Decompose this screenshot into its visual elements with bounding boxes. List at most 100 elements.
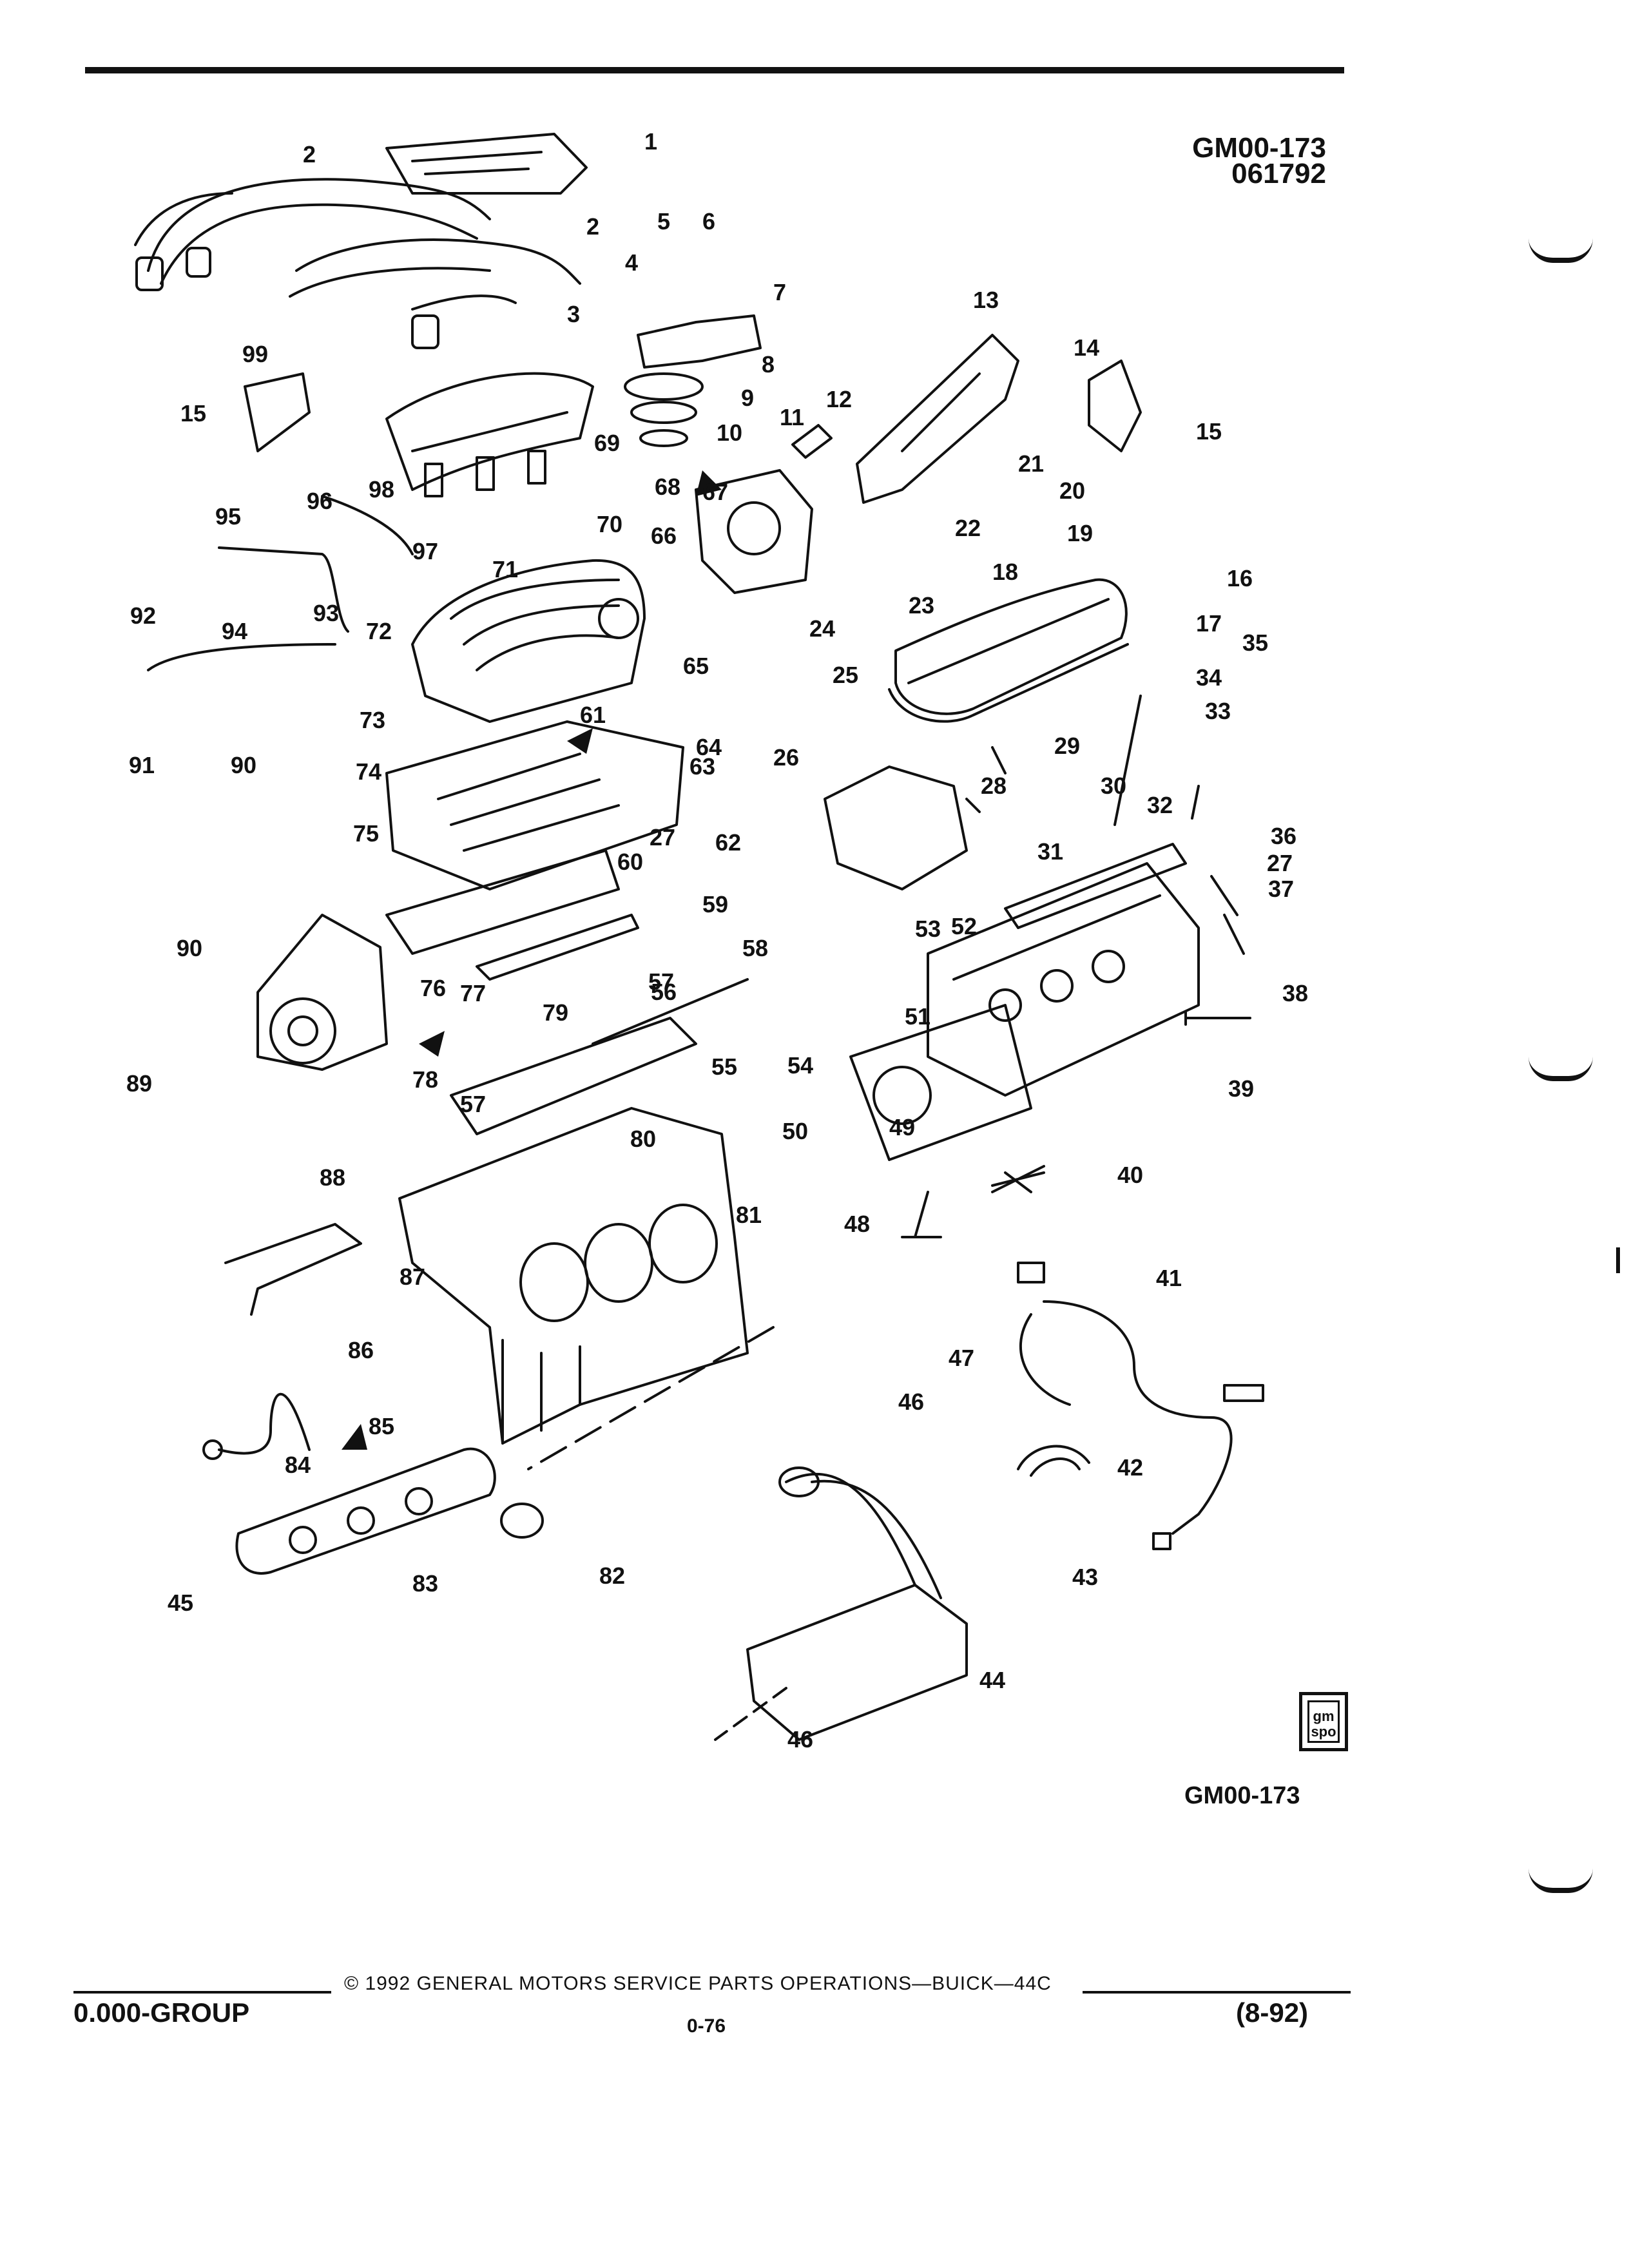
callout-label: 62 bbox=[715, 829, 741, 856]
footer-rule-left bbox=[73, 1991, 331, 1994]
callout-label: 67 bbox=[702, 479, 728, 505]
callout-label: 27 bbox=[650, 824, 675, 850]
direction-arrows bbox=[342, 470, 722, 1450]
callout-label: 61 bbox=[580, 702, 606, 728]
callout-label: 91 bbox=[129, 752, 155, 778]
callout-label: 4 bbox=[625, 249, 638, 276]
callout-label: 83 bbox=[412, 1570, 438, 1597]
edge-mark bbox=[1616, 1247, 1620, 1273]
callout-label: 11 bbox=[780, 404, 804, 430]
callout-label: 40 bbox=[1117, 1162, 1143, 1188]
binder-mark bbox=[1528, 1057, 1593, 1081]
callout-label: 68 bbox=[655, 474, 680, 500]
callout-label: 56 bbox=[651, 979, 677, 1005]
gm-spo-logo: gm spo bbox=[1299, 1692, 1348, 1751]
callout-label: 17 bbox=[1196, 610, 1222, 637]
callout-label: 26 bbox=[773, 744, 799, 771]
callout-label: 2 bbox=[303, 141, 316, 168]
callout-label: 15 bbox=[180, 400, 206, 427]
callout-label: 90 bbox=[177, 935, 202, 961]
callout-label: 53 bbox=[915, 916, 941, 942]
callout-label: 85 bbox=[369, 1413, 394, 1439]
callout-label: 36 bbox=[1271, 823, 1296, 849]
callout-label: 87 bbox=[400, 1264, 425, 1290]
callout-label: 99 bbox=[242, 341, 268, 367]
group-code: 0.000-GROUP bbox=[73, 1997, 250, 2028]
callout-label: 74 bbox=[356, 758, 381, 785]
callout-label: 98 bbox=[369, 476, 394, 503]
callout-label: 54 bbox=[787, 1052, 813, 1079]
callout-label: 81 bbox=[736, 1202, 762, 1228]
callout-label: 41 bbox=[1156, 1265, 1182, 1291]
callout-label: 37 bbox=[1268, 876, 1294, 902]
callout-label: 1 bbox=[644, 128, 657, 155]
callout-label: 24 bbox=[809, 615, 835, 642]
arrow-76 bbox=[419, 1031, 445, 1057]
callout-label: 34 bbox=[1196, 664, 1222, 691]
callout-label: 47 bbox=[949, 1345, 974, 1371]
callout-label: 16 bbox=[1227, 565, 1253, 591]
callout-label: 21 bbox=[1018, 450, 1044, 477]
callout-label: 75 bbox=[353, 820, 379, 847]
callout-label: 44 bbox=[979, 1667, 1005, 1693]
callout-label: 78 bbox=[412, 1066, 438, 1093]
callout-label: 97 bbox=[412, 538, 438, 564]
callout-label: 7 bbox=[773, 279, 786, 305]
callout-label: 60 bbox=[617, 849, 643, 875]
callout-label: 69 bbox=[594, 430, 620, 456]
callout-label: 22 bbox=[955, 515, 981, 541]
callout-label: 2 bbox=[586, 213, 599, 240]
revision-date: (8-92) bbox=[1236, 1997, 1309, 2028]
callout-label: 32 bbox=[1147, 792, 1173, 818]
callout-label: 95 bbox=[215, 503, 241, 530]
figure-code: GM00-173 bbox=[1192, 132, 1326, 164]
callout-label: 57 bbox=[460, 1091, 486, 1117]
callout-label: 5 bbox=[657, 208, 670, 235]
callout-label: 86 bbox=[348, 1337, 374, 1363]
callout-label: 70 bbox=[597, 511, 622, 537]
figure-code-bottom: GM00-173 bbox=[1184, 1782, 1300, 1809]
arrow-66 bbox=[696, 470, 722, 496]
footer-rule-right bbox=[1083, 1991, 1351, 1994]
callout-label: 8 bbox=[762, 351, 775, 378]
callout-label: 52 bbox=[951, 913, 977, 939]
arrow-60 bbox=[567, 728, 593, 754]
callout-label: 89 bbox=[126, 1070, 152, 1097]
callout-label: 3 bbox=[567, 301, 580, 327]
callout-label: 43 bbox=[1072, 1564, 1098, 1590]
top-rule bbox=[85, 67, 1344, 73]
callout-label: 42 bbox=[1117, 1454, 1143, 1481]
callout-label: 93 bbox=[313, 600, 339, 626]
callout-label: 14 bbox=[1074, 334, 1099, 361]
callout-label: 45 bbox=[168, 1590, 193, 1616]
callout-label: 30 bbox=[1101, 773, 1126, 799]
page-number: 0-76 bbox=[687, 2015, 726, 2037]
callout-label: 31 bbox=[1037, 838, 1063, 865]
callout-label: 57 bbox=[648, 968, 674, 995]
callout-label: 51 bbox=[905, 1003, 930, 1030]
callout-label: 25 bbox=[833, 662, 858, 688]
callout-label: 13 bbox=[973, 287, 999, 313]
callout-label: 79 bbox=[543, 999, 568, 1026]
callout-label: 76 bbox=[420, 975, 446, 1001]
callout-label: 28 bbox=[981, 773, 1007, 799]
binder-mark bbox=[1528, 1869, 1593, 1893]
callout-label: 29 bbox=[1054, 733, 1080, 759]
callout-label: 19 bbox=[1067, 520, 1093, 546]
callout-label: 82 bbox=[599, 1562, 625, 1589]
callout-label: 71 bbox=[492, 556, 518, 582]
callout-label: 96 bbox=[307, 488, 333, 514]
copyright-line: © 1992 GENERAL MOTORS SERVICE PARTS OPER… bbox=[344, 1973, 1052, 1994]
callout-label: 58 bbox=[742, 935, 768, 961]
callout-label: 73 bbox=[360, 707, 385, 733]
callout-label: 92 bbox=[130, 602, 156, 629]
callout-label: 72 bbox=[366, 618, 392, 644]
callout-label: 23 bbox=[909, 592, 934, 619]
callout-label: 10 bbox=[717, 419, 742, 446]
callout-label: 9 bbox=[741, 385, 754, 411]
callout-label: 66 bbox=[651, 523, 677, 549]
callout-label: 94 bbox=[222, 618, 247, 644]
